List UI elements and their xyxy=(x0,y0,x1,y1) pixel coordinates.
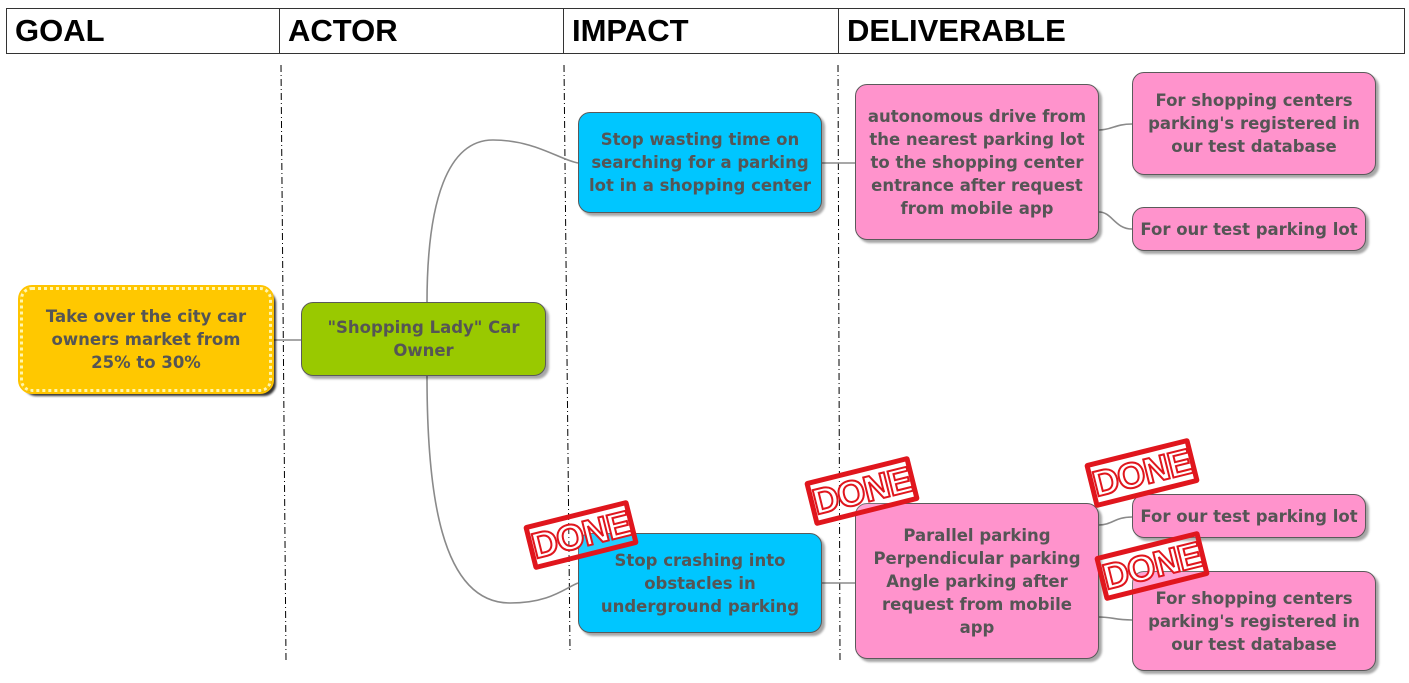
impact-node-search-time[interactable]: Stop wasting time on searching for a par… xyxy=(578,112,822,213)
header-impact: IMPACT xyxy=(563,8,839,54)
connector-actor-impact-crash xyxy=(426,375,579,604)
deliverable-node-parking-modes[interactable]: Parallel parking Perpendicular parking A… xyxy=(855,503,1099,659)
goal-node[interactable]: Take over the city car owners market fro… xyxy=(18,285,274,394)
header-goal: GOAL xyxy=(6,8,280,54)
header-actor: ACTOR xyxy=(279,8,564,54)
header-deliverable: DELIVERABLE xyxy=(838,8,1405,54)
sub-deliverable-test-lot-top[interactable]: For our test parking lot xyxy=(1132,207,1366,251)
sub-deliverable-shopping-centers-top[interactable]: For shopping centers parking's registere… xyxy=(1132,72,1376,175)
connector-autonomous-sub-bottom xyxy=(1098,211,1133,230)
connector-parking-sub-top xyxy=(1098,516,1133,526)
connector-autonomous-sub-top xyxy=(1098,123,1133,131)
column-separator-actor xyxy=(280,64,287,661)
connector-parking-sub-bottom xyxy=(1098,616,1133,621)
sub-deliverable-shopping-centers-bottom[interactable]: For shopping centers parking's registere… xyxy=(1132,571,1376,671)
impact-node-crashing[interactable]: Stop crashing into obstacles in undergro… xyxy=(578,533,822,633)
column-separator-deliverable xyxy=(837,64,841,661)
actor-node[interactable]: "Shopping Lady" Car Owner xyxy=(301,302,546,376)
deliverable-node-autonomous-drive[interactable]: autonomous drive from the nearest parkin… xyxy=(855,84,1099,240)
connector-actor-impact-search xyxy=(426,139,579,304)
sub-deliverable-test-lot-bottom[interactable]: For our test parking lot xyxy=(1132,494,1366,538)
